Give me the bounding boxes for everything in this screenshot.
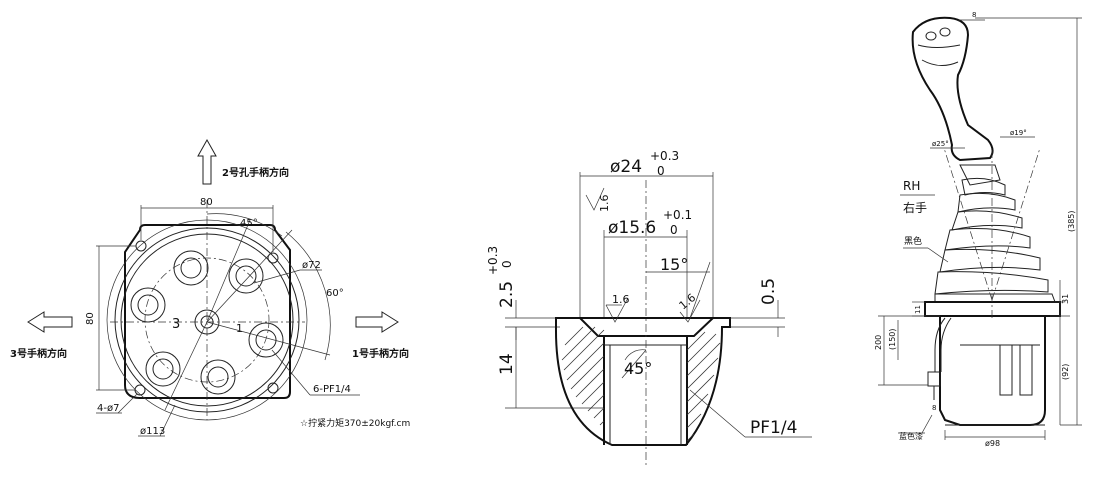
port xyxy=(145,351,181,387)
rubber-boot xyxy=(959,164,1001,186)
angle-45: 45° xyxy=(240,218,258,229)
port xyxy=(130,287,166,323)
torque-note: ☆拧紧力矩370±20kgf.cm xyxy=(300,417,410,429)
dim-385: (385) xyxy=(1067,210,1076,232)
arrow-up-label: 2号孔手柄方向 xyxy=(222,166,289,179)
angle-60: 60° xyxy=(326,288,344,299)
dim-150: (150) xyxy=(888,328,897,350)
angle-45-mid: 45° xyxy=(624,359,652,378)
bolt-hole xyxy=(267,382,279,394)
depth-2-5-upper: +0.3 xyxy=(486,246,500,275)
rh-label: RH xyxy=(903,179,920,193)
dia-24-upper: +0.3 xyxy=(650,149,679,163)
port xyxy=(200,359,236,395)
ports-label: 6-PF1/4 xyxy=(313,384,351,395)
dim-width: 80 xyxy=(200,197,213,208)
arrow-left-icon xyxy=(27,311,73,333)
bolt-hole xyxy=(134,384,146,396)
thread-label: PF1/4 xyxy=(750,418,797,438)
dim-31: 31 xyxy=(1061,294,1070,304)
svg-text:3: 3 xyxy=(172,317,180,332)
dia-98: ø98 xyxy=(985,439,1000,448)
port xyxy=(228,258,264,294)
roughness-mid: 1.6 xyxy=(612,293,630,306)
holes-label: 4-ø7 xyxy=(97,403,119,414)
right-hand-label: 右手 xyxy=(903,200,927,215)
joystick-side-view: 8 8 ø19° ø25° RH 右手 黑色 (385) 31 (92) xyxy=(874,11,1082,448)
joystick-handle xyxy=(911,16,994,162)
dia-24-lower: 0 xyxy=(657,164,665,178)
port-section-view: ø24 +0.3 0 ø15.6 +0.1 0 1.6 15° 0.5 2.5 … xyxy=(486,149,812,468)
svg-text:1: 1 xyxy=(236,322,243,335)
dim-height: 80 xyxy=(85,312,96,325)
dia-19: ø19° xyxy=(1010,129,1027,137)
dim-14: 14 xyxy=(497,353,517,375)
depth-2-5: 2.5 xyxy=(497,281,517,308)
dia-24: ø24 xyxy=(610,157,642,177)
dia-113: ø113 xyxy=(140,426,165,437)
arrow-right-label: 1号手柄方向 xyxy=(352,347,409,360)
dim-200: 200 xyxy=(874,335,883,350)
hatching-left xyxy=(561,326,605,426)
arrow-left-label: 3号手柄方向 xyxy=(10,347,67,360)
dim-92: (92) xyxy=(1061,364,1070,380)
dim-11: 11 xyxy=(914,305,922,314)
dia-15-6-upper: +0.1 xyxy=(663,208,692,222)
roughness-top: 1.6 xyxy=(598,195,611,213)
bolt-hole xyxy=(135,240,147,252)
flange-outline xyxy=(124,224,291,399)
hatching-right xyxy=(686,331,721,442)
dia-72: ø72 xyxy=(302,260,321,271)
depth-2-5-lower: 0 xyxy=(500,260,514,268)
port xyxy=(173,250,209,286)
flange-top-view: 2号孔手柄方向 3号手柄方向 1号手柄方向 3 1 xyxy=(10,138,410,437)
blue-paint-label: 蓝色漆 xyxy=(899,431,923,441)
bolt-hole xyxy=(267,252,279,264)
dim-8-bottom: 8 xyxy=(932,404,936,412)
dia-15-6-lower: 0 xyxy=(670,223,678,237)
dia-25: ø25° xyxy=(932,140,949,148)
top-dim: 8 xyxy=(972,11,976,19)
angle-15: 15° xyxy=(660,255,688,274)
dim-0-5: 0.5 xyxy=(759,278,779,305)
arrow-up-icon xyxy=(197,138,217,185)
port xyxy=(248,322,284,358)
black-label: 黑色 xyxy=(904,235,922,247)
arrow-right-icon xyxy=(355,311,399,333)
dia-15-6: ø15.6 xyxy=(608,218,656,238)
